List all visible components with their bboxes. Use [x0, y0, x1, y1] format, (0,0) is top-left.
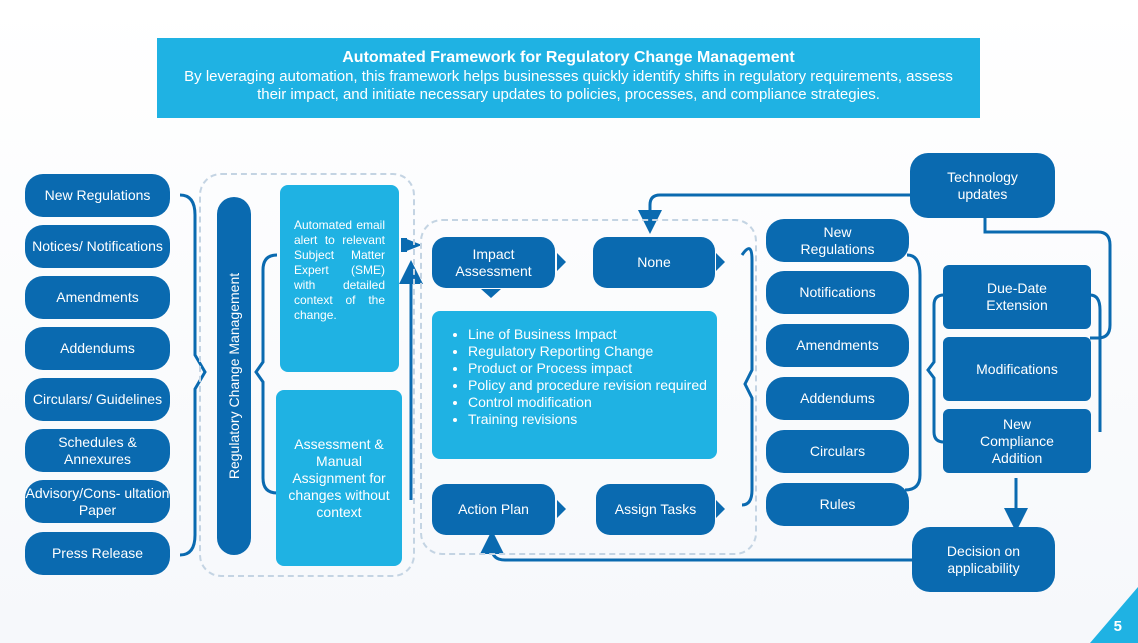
output-amendments: Amendments: [766, 324, 909, 367]
source-schedules-annexures: Schedules & Annexures: [25, 429, 170, 472]
impact-item: Product or Process impact: [468, 360, 707, 377]
rcm-dashed-group: [199, 173, 415, 577]
rcm-vertical-bar: Regulatory Change Management: [217, 197, 251, 555]
impact-item: Line of Business Impact: [468, 326, 707, 343]
impact-item: Training revisions: [468, 411, 707, 428]
decision-box: Decision on applicability: [912, 527, 1055, 592]
modifications-box: Modifications: [943, 337, 1091, 401]
page-number: 5: [1113, 618, 1122, 635]
none-box: None: [593, 237, 715, 288]
source-notices-notifications: Notices/ Notifications: [25, 225, 170, 268]
impact-item: Regulatory Reporting Change: [468, 343, 707, 360]
source-press-release: Press Release: [25, 532, 170, 575]
impact-item: Control modification: [468, 394, 707, 411]
due-date-extension-box: Due-Date Extension: [943, 265, 1091, 329]
rcm-label: Regulatory Change Management: [226, 272, 242, 480]
header-banner: Automated Framework for Regulatory Chang…: [157, 38, 980, 118]
impact-assessment-box: Impact Assessment: [432, 237, 555, 288]
page-corner-shape: [1090, 587, 1138, 643]
source-amendments: Amendments: [25, 276, 170, 319]
output-circulars: Circulars: [766, 430, 909, 473]
output-new-regulations: New Regulations: [766, 219, 909, 262]
source-advisory-consultation: Advisory/Cons- ultation Paper: [25, 480, 170, 523]
header-title: Automated Framework for Regulatory Chang…: [342, 49, 795, 66]
source-addendums: Addendums: [25, 327, 170, 370]
assign-tasks-box: Assign Tasks: [596, 484, 715, 535]
technology-updates-box: Technology updates: [910, 153, 1055, 218]
source-circulars-guidelines: Circulars/ Guidelines: [25, 378, 170, 421]
impact-item: Policy and procedure revision required: [468, 377, 707, 394]
source-new-regulations: New Regulations: [25, 174, 170, 217]
output-notifications: Notifications: [766, 271, 909, 314]
assessment-dashed-group: [420, 219, 757, 555]
impact-list: Line of Business Impact Regulatory Repor…: [450, 326, 707, 428]
sme-alert-box: Automated email alert to relevant Subjec…: [280, 185, 399, 372]
action-plan-box: Action Plan: [432, 484, 555, 535]
impact-details-box: Line of Business Impact Regulatory Repor…: [432, 311, 717, 459]
output-addendums: Addendums: [766, 377, 909, 420]
output-rules: Rules: [766, 483, 909, 526]
new-compliance-addition-box: New Compliance Addition: [943, 409, 1091, 473]
header-subtitle: By leveraging automation, this framework…: [184, 68, 953, 103]
manual-assignment-box: Assessment & Manual Assignment for chang…: [276, 390, 402, 566]
